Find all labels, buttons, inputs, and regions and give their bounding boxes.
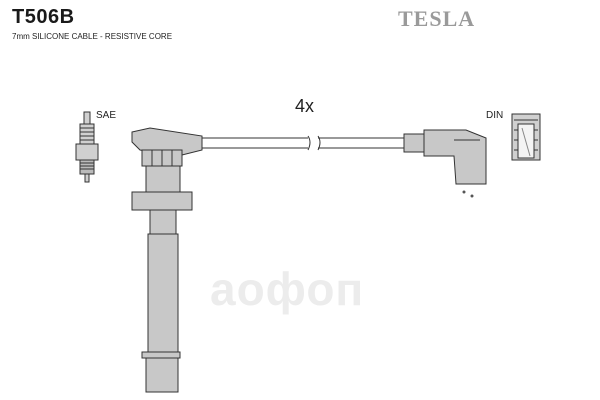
din-connector-icon: [511, 113, 541, 161]
angled-connector-body: [423, 129, 487, 185]
quantity-label: 4x: [295, 96, 315, 116]
boot-ring: [141, 351, 181, 359]
boot-neck: [149, 209, 177, 235]
watermark-text: аофоп: [210, 263, 365, 315]
cable-break-right: [317, 135, 321, 151]
boot-tube: [147, 233, 179, 353]
spark-plug-electrode: [84, 173, 90, 183]
boot-flange: [131, 191, 193, 211]
boot-upper-body: [145, 165, 181, 193]
cable-break-left: [307, 135, 311, 151]
cable-spec-subtitle: 7mm SILICONE CABLE - RESISTIVE CORE: [12, 32, 173, 41]
spark-plug-insulator: [79, 123, 95, 145]
angled-connector-sleeve: [403, 133, 425, 153]
spark-plug-terminal: [83, 111, 91, 125]
boot-top-cap: [131, 127, 203, 157]
plug-boot-connector: [131, 127, 203, 393]
spark-plug-thread: [79, 159, 95, 175]
spark-plug-hex: [75, 143, 99, 161]
spark-plug-icon: [75, 111, 99, 183]
cable-line: [202, 135, 405, 151]
part-number: T506B: [12, 6, 75, 28]
brand-logo-text: TESLA: [398, 6, 476, 31]
sae-label: SAE: [96, 110, 117, 121]
boot-tip: [145, 357, 179, 393]
angled-connector: [403, 129, 487, 198]
din-label: DIN: [486, 110, 504, 121]
